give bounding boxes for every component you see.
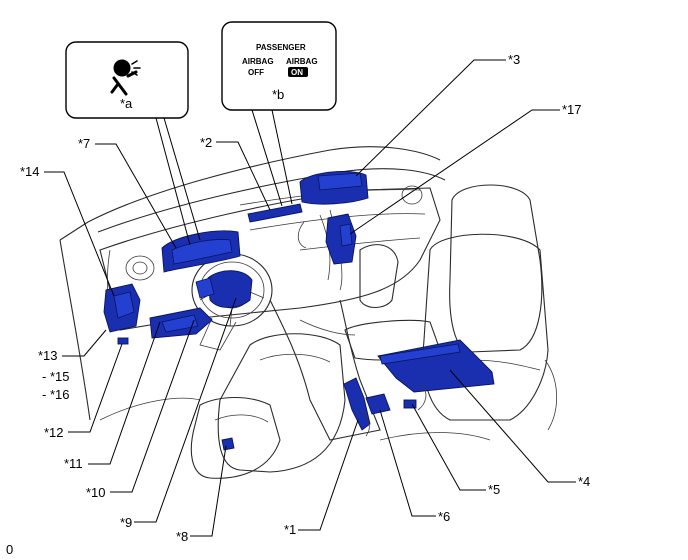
label-9: *9: [120, 515, 132, 530]
label-3: *3: [508, 52, 520, 67]
srs-parts: [103, 171, 495, 451]
passenger-header-text: PASSENGER: [256, 43, 306, 52]
connector-5: [403, 399, 417, 409]
combination-meter-face: [171, 239, 233, 265]
airbag-off-line2: OFF: [248, 68, 264, 77]
callout-b-label: *b: [272, 87, 284, 102]
driver-knee-airbag-inner: [161, 314, 199, 333]
front-passenger-airbag-detail: [317, 172, 363, 191]
callout-b-box: PASSENGER AIRBAG OFF AIRBAG ON *b: [221, 21, 337, 111]
label-15: - *15: [42, 369, 69, 384]
airbag-off-line1: AIRBAG: [242, 57, 274, 66]
label-11: *11: [64, 456, 83, 471]
airbag-sensor-assembly: [343, 377, 371, 431]
label-1: *1: [284, 522, 296, 537]
label-17: *17: [562, 102, 582, 117]
label-2: *2: [200, 135, 212, 150]
label-5: *5: [488, 482, 500, 497]
label-13: *13: [38, 348, 58, 363]
airbag-person-icon: [110, 59, 141, 96]
label-6: *6: [438, 509, 450, 524]
callout-a-label: *a: [120, 96, 133, 111]
occupant-classification-ecu: [365, 393, 391, 415]
airbag-onoff-indicator: [247, 203, 303, 223]
label-12: *12: [44, 425, 64, 440]
leader-lines: [44, 59, 576, 537]
label-8: *8: [176, 529, 188, 544]
figure-id: 0: [6, 542, 13, 557]
label-4: *4: [578, 474, 590, 489]
airbag-on-line1: AIRBAG: [286, 57, 318, 66]
callout-a-box: *a: [65, 41, 189, 119]
steering-pad: [207, 270, 253, 308]
label-16: - *16: [42, 387, 69, 402]
label-7: *7: [78, 136, 90, 151]
connector-12: [117, 337, 129, 345]
label-10: *10: [86, 485, 106, 500]
vehicle-interior-outline: [59, 146, 558, 479]
label-14: *14: [20, 164, 40, 179]
left-side-airbag-sensor-detail: [113, 291, 135, 319]
seat-belt-buckle-switch: [221, 437, 235, 451]
spiral-cable: [195, 277, 215, 299]
passenger-knee-airbag-bracket: [339, 223, 353, 247]
airbag-on-line2: ON: [291, 68, 303, 77]
part-labels: *3 *17 *2 *7 *14 *13 - *15 - *16 *12 *11…: [6, 52, 590, 557]
occupant-classification-sensor-top: [379, 343, 461, 365]
